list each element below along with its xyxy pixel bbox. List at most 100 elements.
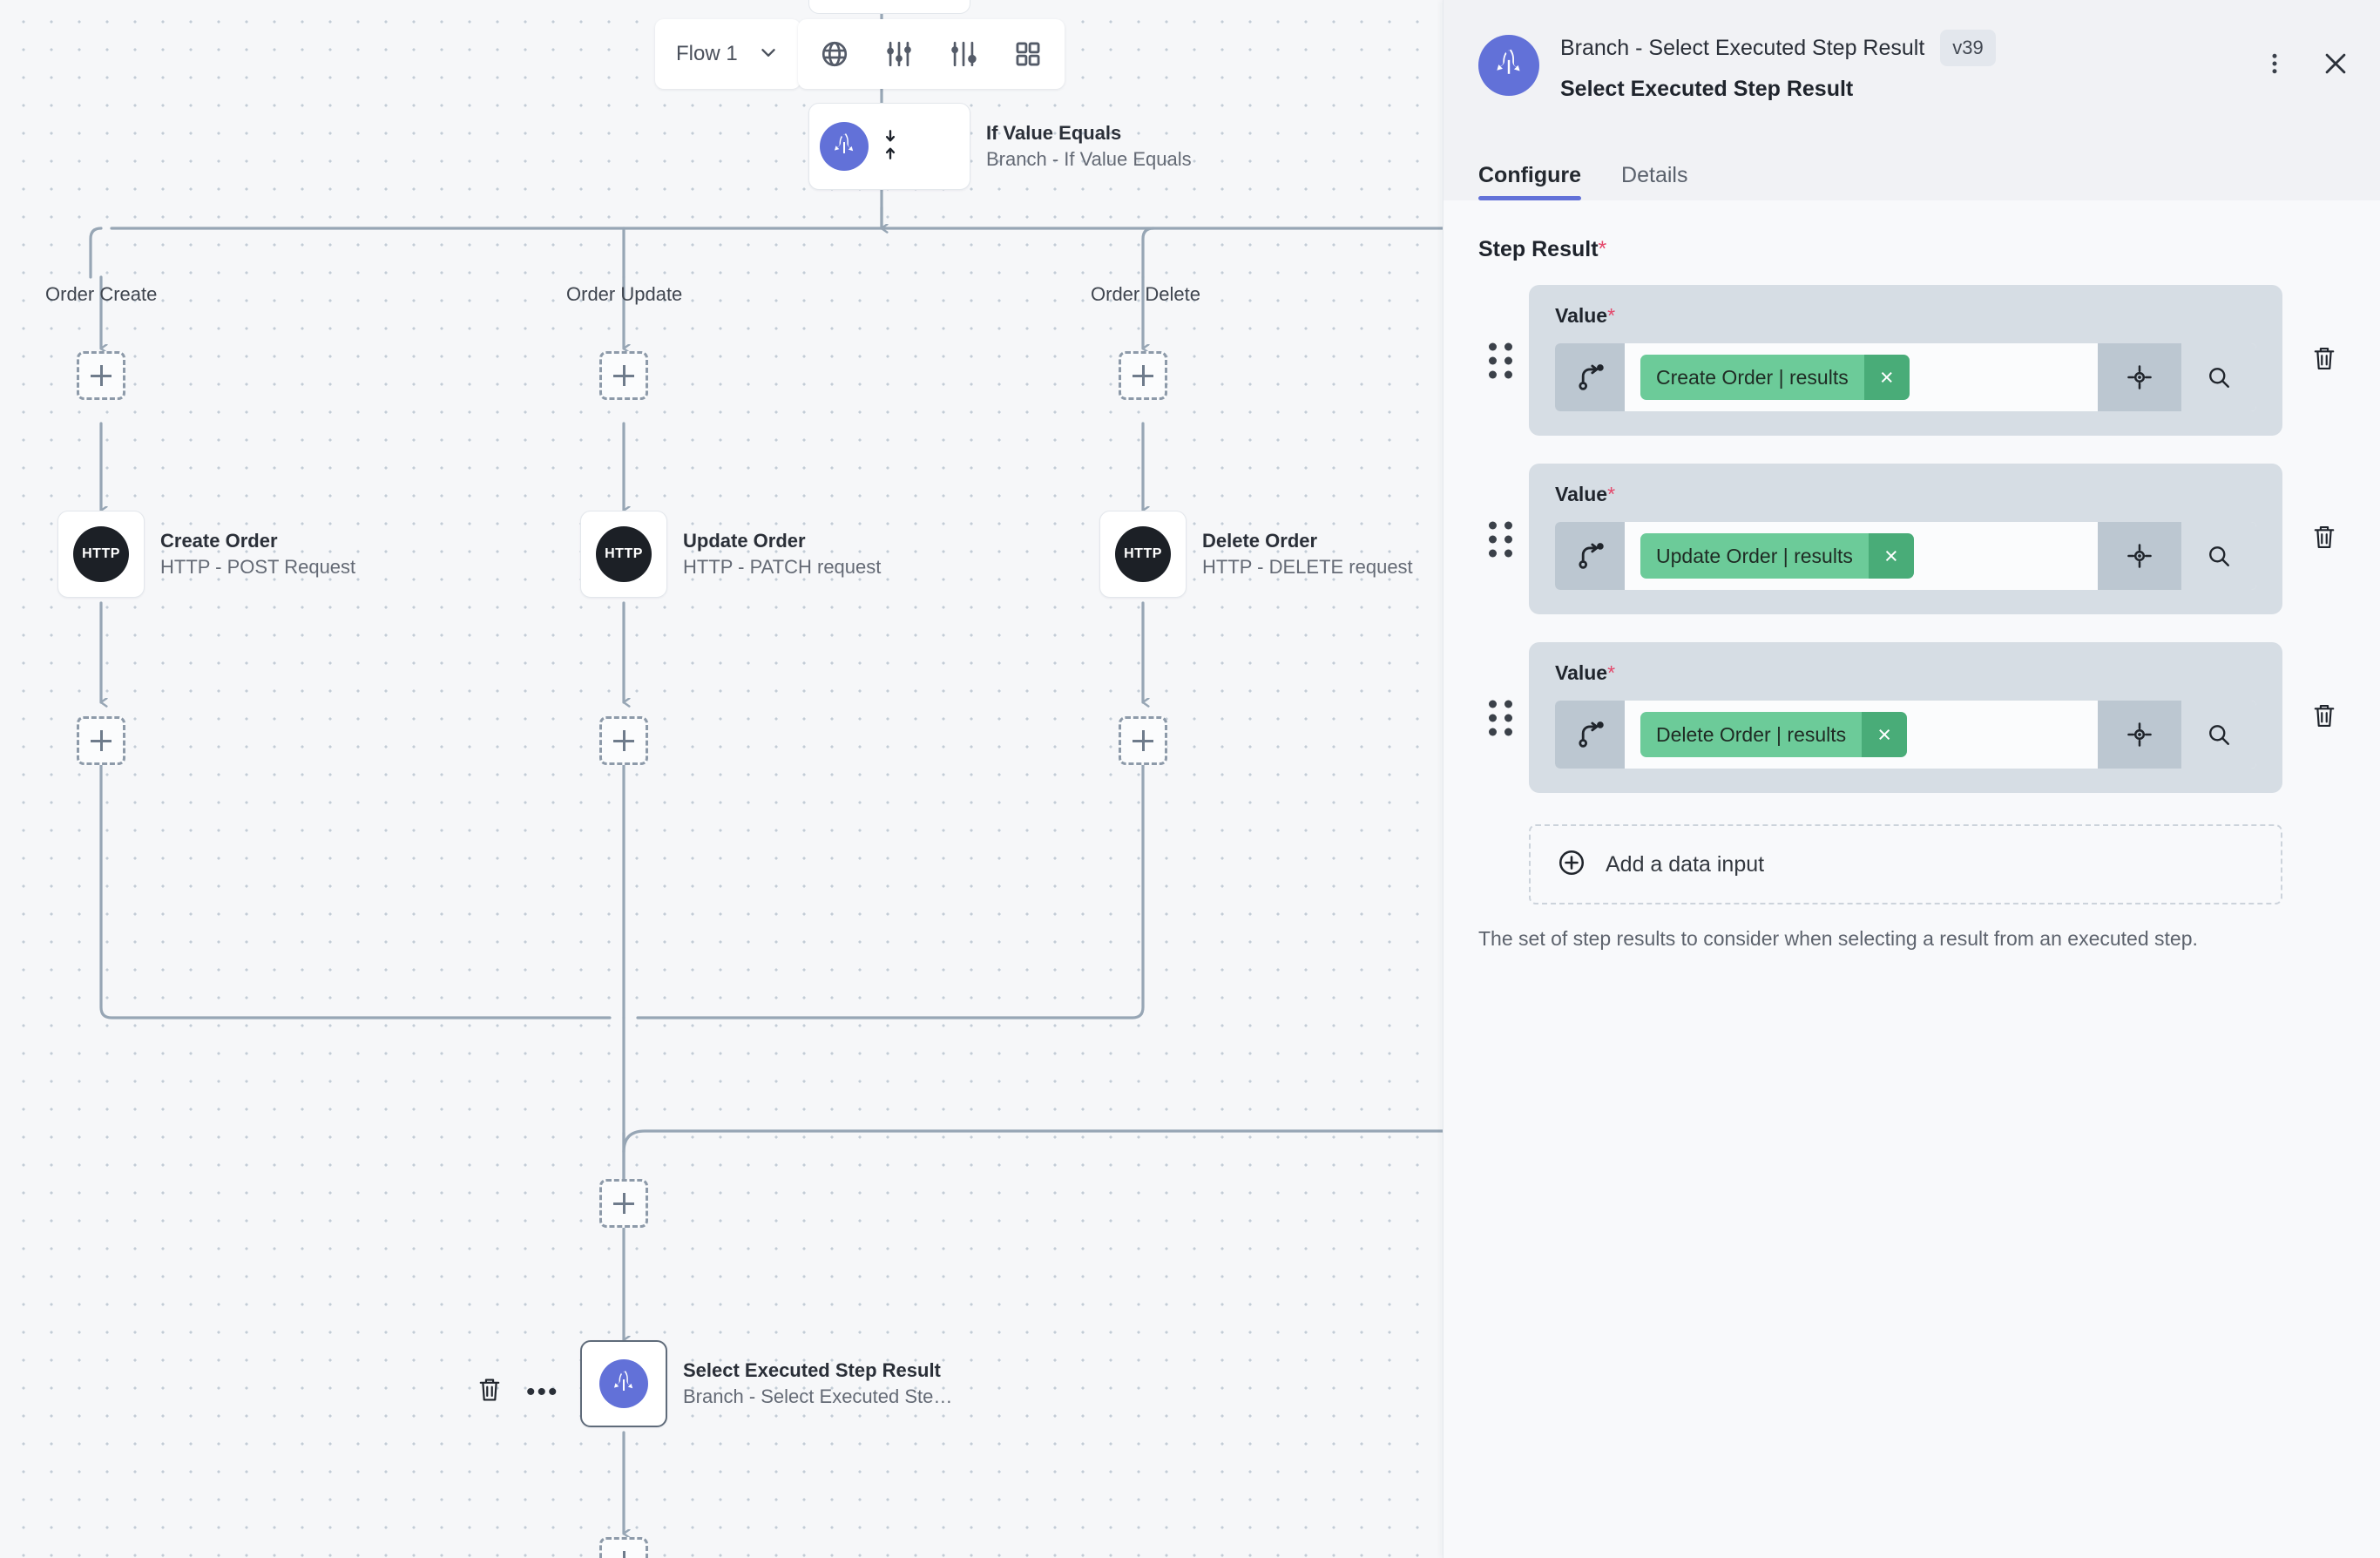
node-subtitle: Branch - Select Executed Ste… [683, 1385, 953, 1407]
node-title: Select Executed Step Result [683, 1359, 941, 1382]
node-text: Select Executed Step Result Branch - Sel… [683, 1358, 952, 1409]
node-title: Update Order [683, 530, 806, 552]
flow-edges [89, 0, 1443, 1558]
node-subtitle: HTTP - PATCH request [683, 556, 882, 578]
pick-target-icon[interactable] [2098, 343, 2181, 411]
add-data-input-button[interactable]: Add a data input [1529, 824, 2282, 904]
value-chip-label: Delete Order | results [1640, 712, 1863, 757]
delete-value-icon[interactable] [2312, 345, 2336, 376]
http-badge-text: HTTP [605, 546, 643, 561]
add-step-button[interactable] [599, 1537, 648, 1558]
value-label: Value* [1555, 304, 2256, 328]
value-label: Value* [1555, 661, 2256, 685]
sliders-icon[interactable] [882, 37, 916, 71]
pick-target-icon[interactable] [2098, 701, 2181, 769]
http-icon: HTTP [73, 526, 129, 582]
branch-icon [1478, 35, 1539, 96]
pick-target-icon[interactable] [2098, 522, 2181, 590]
node-card[interactable] [580, 1340, 667, 1427]
value-input[interactable]: Update Order | results × [1555, 522, 2256, 590]
value-chip-label: Create Order | results [1640, 355, 1864, 400]
branch-icon [820, 122, 869, 171]
value-chip[interactable]: Update Order | results × [1640, 533, 1914, 579]
value-input[interactable]: Create Order | results × [1555, 343, 2256, 411]
search-icon[interactable] [2181, 522, 2256, 590]
kebab-menu-icon[interactable] [2262, 51, 2288, 81]
page-title: Select Executed Step Result [1560, 77, 1854, 101]
globe-icon[interactable] [817, 37, 852, 71]
remove-chip-icon[interactable]: × [1863, 355, 1910, 400]
node-card[interactable] [808, 103, 970, 190]
panel-tabs[interactable]: Configure Details [1444, 146, 2380, 200]
tab-configure[interactable]: Configure [1478, 163, 1582, 200]
http-icon: HTTP [1115, 526, 1171, 582]
node-toolbar[interactable]: ••• [477, 1377, 559, 1407]
data-reference-icon[interactable] [1555, 701, 1625, 769]
panel-header-actions[interactable] [2262, 49, 2350, 83]
node-update-order[interactable]: HTTP Update Order HTTP - PATCH request [580, 511, 881, 598]
value-field[interactable]: Update Order | results × [1625, 522, 2098, 590]
add-step-button[interactable] [599, 1179, 648, 1228]
value-chip[interactable]: Delete Order | results × [1640, 712, 1908, 757]
value-label-text: Value [1555, 661, 1608, 684]
help-text: The set of step results to consider when… [1478, 927, 2198, 950]
add-step-button[interactable] [1119, 351, 1167, 400]
flow-canvas[interactable]: If Value Equals Branch - If Value Equals… [0, 0, 1443, 1558]
panel-body: Step Result* Value* [1444, 200, 2380, 951]
node-delete-order[interactable]: HTTP Delete Order HTTP - DELETE request [1099, 511, 1413, 598]
value-field[interactable]: Delete Order | results × [1625, 701, 2098, 769]
node-text: Update Order HTTP - PATCH request [683, 528, 881, 579]
panel-title-block: Branch - Select Executed Step Result v39… [1560, 30, 1996, 102]
node-select-executed-step-result[interactable]: Select Executed Step Result Branch - Sel… [580, 1340, 952, 1427]
delete-value-icon[interactable] [2312, 702, 2336, 733]
drag-handle[interactable] [1489, 700, 1512, 735]
canvas-view-toolbar[interactable] [798, 19, 1065, 89]
add-step-button[interactable] [599, 716, 648, 765]
value-list: Value* Create Order | results × [1478, 285, 2345, 793]
drag-handle[interactable] [1489, 342, 1512, 378]
collapse-expand-icon[interactable] [881, 129, 900, 164]
section-label-text: Step Result [1478, 237, 1599, 261]
add-step-button[interactable] [77, 351, 125, 400]
close-icon[interactable] [2321, 49, 2350, 83]
node-more-icon[interactable]: ••• [526, 1377, 559, 1406]
branch-label-order-delete: Order Delete [1091, 283, 1200, 305]
sliders-alt-icon[interactable] [946, 37, 981, 71]
delete-value-icon[interactable] [2312, 524, 2336, 554]
search-icon[interactable] [2181, 701, 2256, 769]
value-chip[interactable]: Create Order | results × [1640, 355, 1910, 400]
value-card: Value* Create Order | results × [1489, 285, 2335, 436]
value-label: Value* [1555, 483, 2256, 506]
value-input[interactable]: Delete Order | results × [1555, 701, 2256, 769]
flow-name-label: Flow 1 [676, 42, 738, 65]
add-step-button[interactable] [599, 351, 648, 400]
value-field[interactable]: Create Order | results × [1625, 343, 2098, 411]
node-card[interactable]: HTTP [580, 511, 667, 598]
node-card[interactable]: HTTP [1099, 511, 1187, 598]
node-subtitle: HTTP - POST Request [160, 556, 356, 578]
tab-details[interactable]: Details [1621, 163, 1688, 187]
node-if-value-equals[interactable]: If Value Equals Branch - If Value Equals [808, 103, 1192, 190]
panel-header: Branch - Select Executed Step Result v39… [1444, 0, 2380, 146]
data-reference-icon[interactable] [1555, 522, 1625, 590]
remove-chip-icon[interactable]: × [1868, 533, 1914, 579]
node-create-order[interactable]: HTTP Create Order HTTP - POST Request [57, 511, 355, 598]
upstream-node-stub [808, 0, 970, 14]
delete-node-icon[interactable] [477, 1377, 502, 1407]
grid-icon[interactable] [1011, 37, 1045, 71]
node-text: Create Order HTTP - POST Request [160, 528, 355, 579]
remove-chip-icon[interactable]: × [1862, 712, 1908, 757]
step-config-panel: Branch - Select Executed Step Result v39… [1443, 0, 2380, 1558]
search-icon[interactable] [2181, 343, 2256, 411]
add-step-button[interactable] [1119, 716, 1167, 765]
node-title: Create Order [160, 530, 278, 552]
value-label-text: Value [1555, 483, 1608, 505]
chevron-down-icon[interactable] [757, 41, 780, 68]
value-chip-label: Update Order | results [1640, 533, 1869, 579]
drag-handle[interactable] [1489, 521, 1512, 557]
add-step-button[interactable] [77, 716, 125, 765]
branch-label-order-create: Order Create [45, 283, 158, 305]
node-card[interactable]: HTTP [57, 511, 145, 598]
flow-selector[interactable]: Flow 1 [655, 19, 801, 89]
data-reference-icon[interactable] [1555, 343, 1625, 411]
